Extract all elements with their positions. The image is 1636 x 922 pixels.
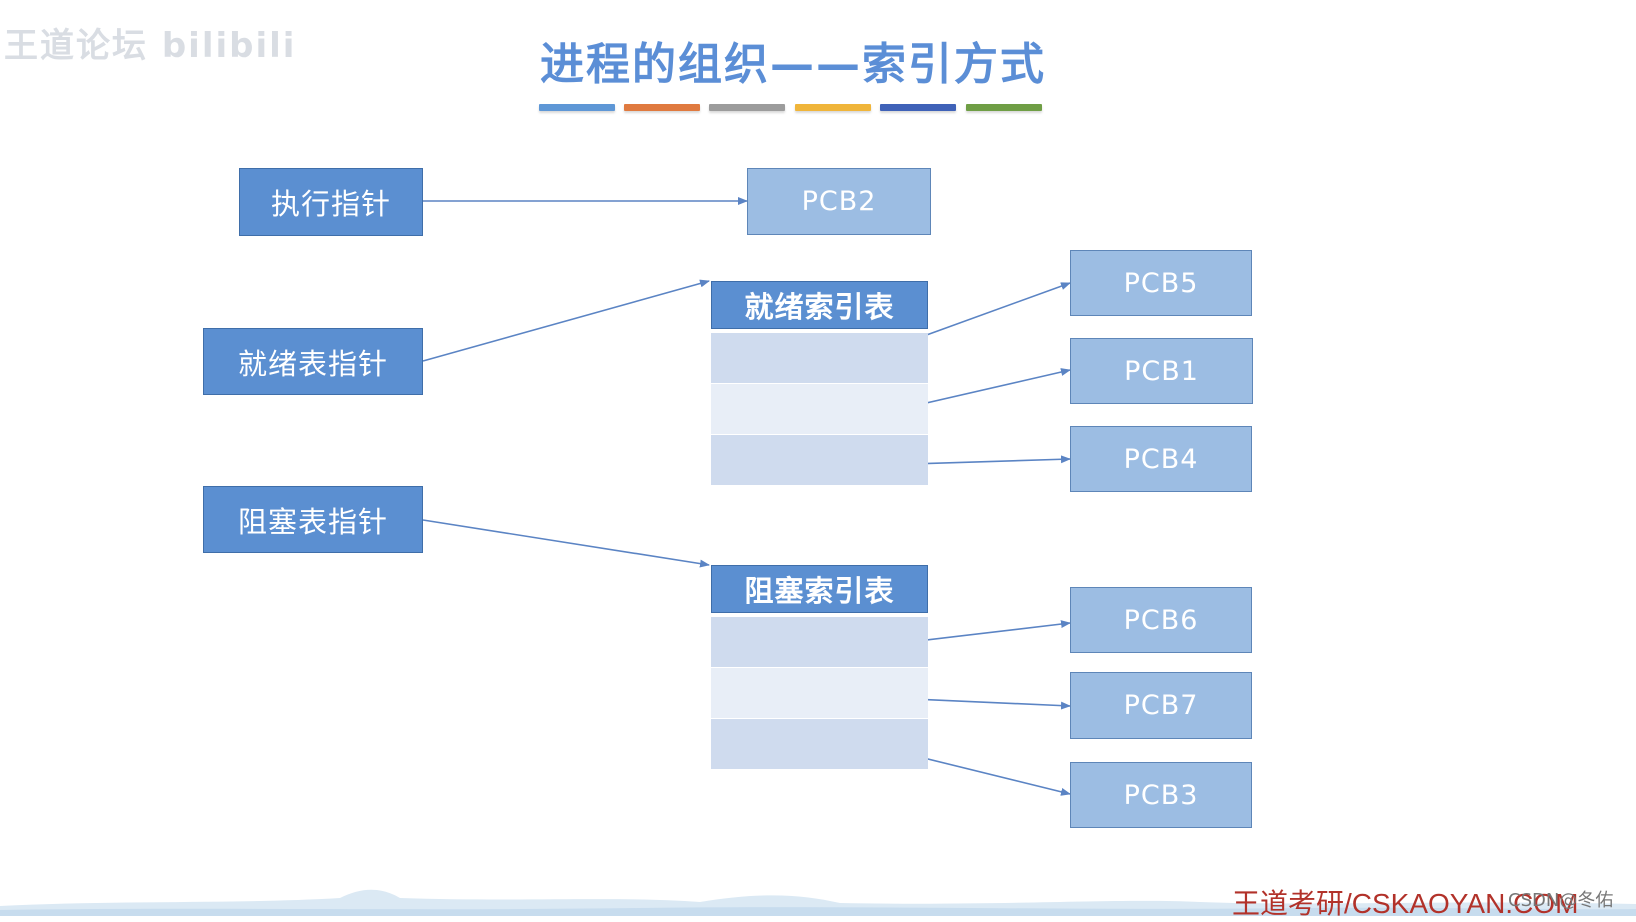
color-bar-6 [966, 104, 1042, 111]
ready-table-row-1 [711, 333, 928, 383]
blocked-table-header: 阻塞索引表 [711, 565, 928, 613]
color-bar-2 [624, 104, 700, 111]
footer-wave-decoration [0, 889, 1636, 916]
ready-pointer-box: 就绪表指针 [203, 328, 423, 395]
slide-title: 进程的组织——索引方式 [540, 39, 1046, 90]
pcb-ready-3: PCB4 [1070, 426, 1252, 492]
pcb-running: PCB2 [747, 168, 931, 235]
ready-table-header: 就绪索引表 [711, 281, 928, 329]
blocked-table-row-1 [711, 617, 928, 667]
blocked-table-row-2 [711, 668, 928, 718]
color-bar-3 [709, 104, 785, 111]
pcb-blocked-3: PCB3 [1070, 762, 1252, 828]
blocked-table-row-3 [711, 719, 928, 769]
pcb-blocked-1: PCB6 [1070, 587, 1252, 653]
arrow-blocked-ptr-to-table [422, 519, 710, 568]
watermark-logo: 王道论坛 bilibili [4, 26, 297, 66]
running-pointer-box: 执行指针 [239, 168, 423, 236]
footer-brand: 王道考研/CSKAOYAN.COM [1232, 888, 1579, 919]
blocked-pointer-box: 阻塞表指针 [203, 486, 423, 553]
pcb-ready-2: PCB1 [1070, 338, 1253, 404]
pcb-ready-1: PCB5 [1070, 250, 1252, 316]
color-bar-1 [539, 104, 615, 111]
color-bar-5 [880, 104, 956, 111]
ready-table-row-2 [711, 384, 928, 434]
pcb-blocked-2: PCB7 [1070, 672, 1252, 739]
ready-table-row-3 [711, 435, 928, 485]
arrow-ready-ptr-to-table [422, 279, 710, 362]
color-bar-4 [795, 104, 871, 111]
footer-credit: CSDN@冬佑 [1508, 890, 1614, 911]
